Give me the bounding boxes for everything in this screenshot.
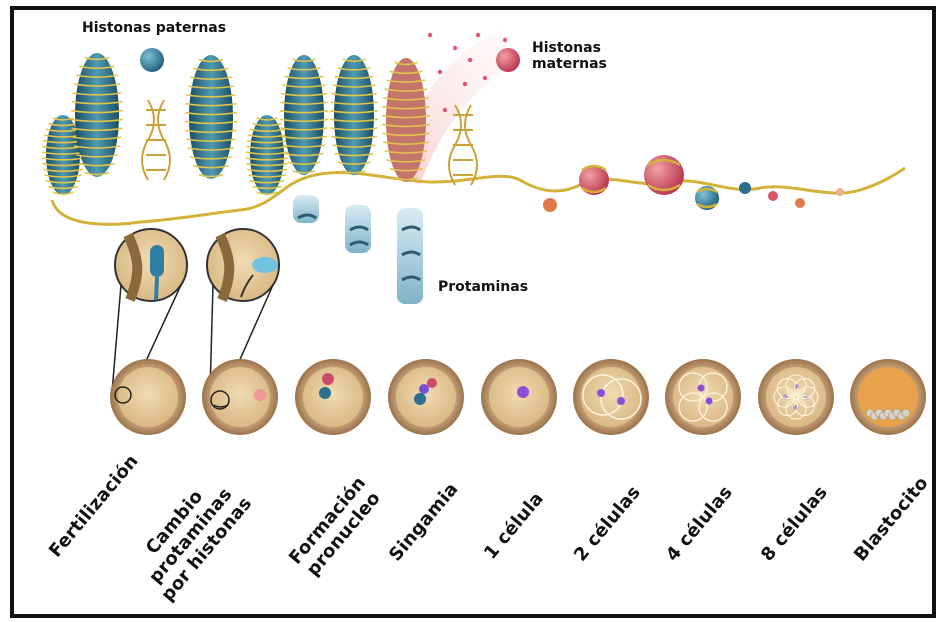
histone-coil bbox=[330, 55, 378, 175]
paternal-histones-label: Histonas paternas bbox=[82, 20, 226, 36]
cell-stage-7 bbox=[665, 359, 741, 435]
maternal-histone-ball bbox=[496, 48, 520, 72]
cell-stage-2 bbox=[202, 359, 278, 435]
maternal-histones-label: Histonas maternas bbox=[532, 40, 607, 72]
protamines-label: Protaminas bbox=[438, 279, 528, 295]
paternal-histone-ball bbox=[140, 48, 164, 72]
histone-coil bbox=[280, 55, 328, 175]
zoom-inset-1 bbox=[115, 229, 187, 301]
cell-stage-5 bbox=[481, 359, 557, 435]
histone-coil bbox=[246, 115, 288, 195]
nucleosomes bbox=[543, 155, 844, 212]
cell-stage-3 bbox=[295, 359, 371, 435]
cell-stage-1 bbox=[110, 359, 186, 435]
dna-ladder-1 bbox=[142, 100, 170, 180]
cell-stage-6 bbox=[573, 359, 649, 435]
histone-coil bbox=[185, 55, 237, 179]
protamine-cylinders bbox=[293, 195, 423, 304]
cell-stage-9 bbox=[850, 359, 926, 435]
cell-stage-8 bbox=[758, 359, 834, 435]
zoom-inset-2 bbox=[207, 229, 279, 301]
cell-stage-4 bbox=[388, 359, 464, 435]
